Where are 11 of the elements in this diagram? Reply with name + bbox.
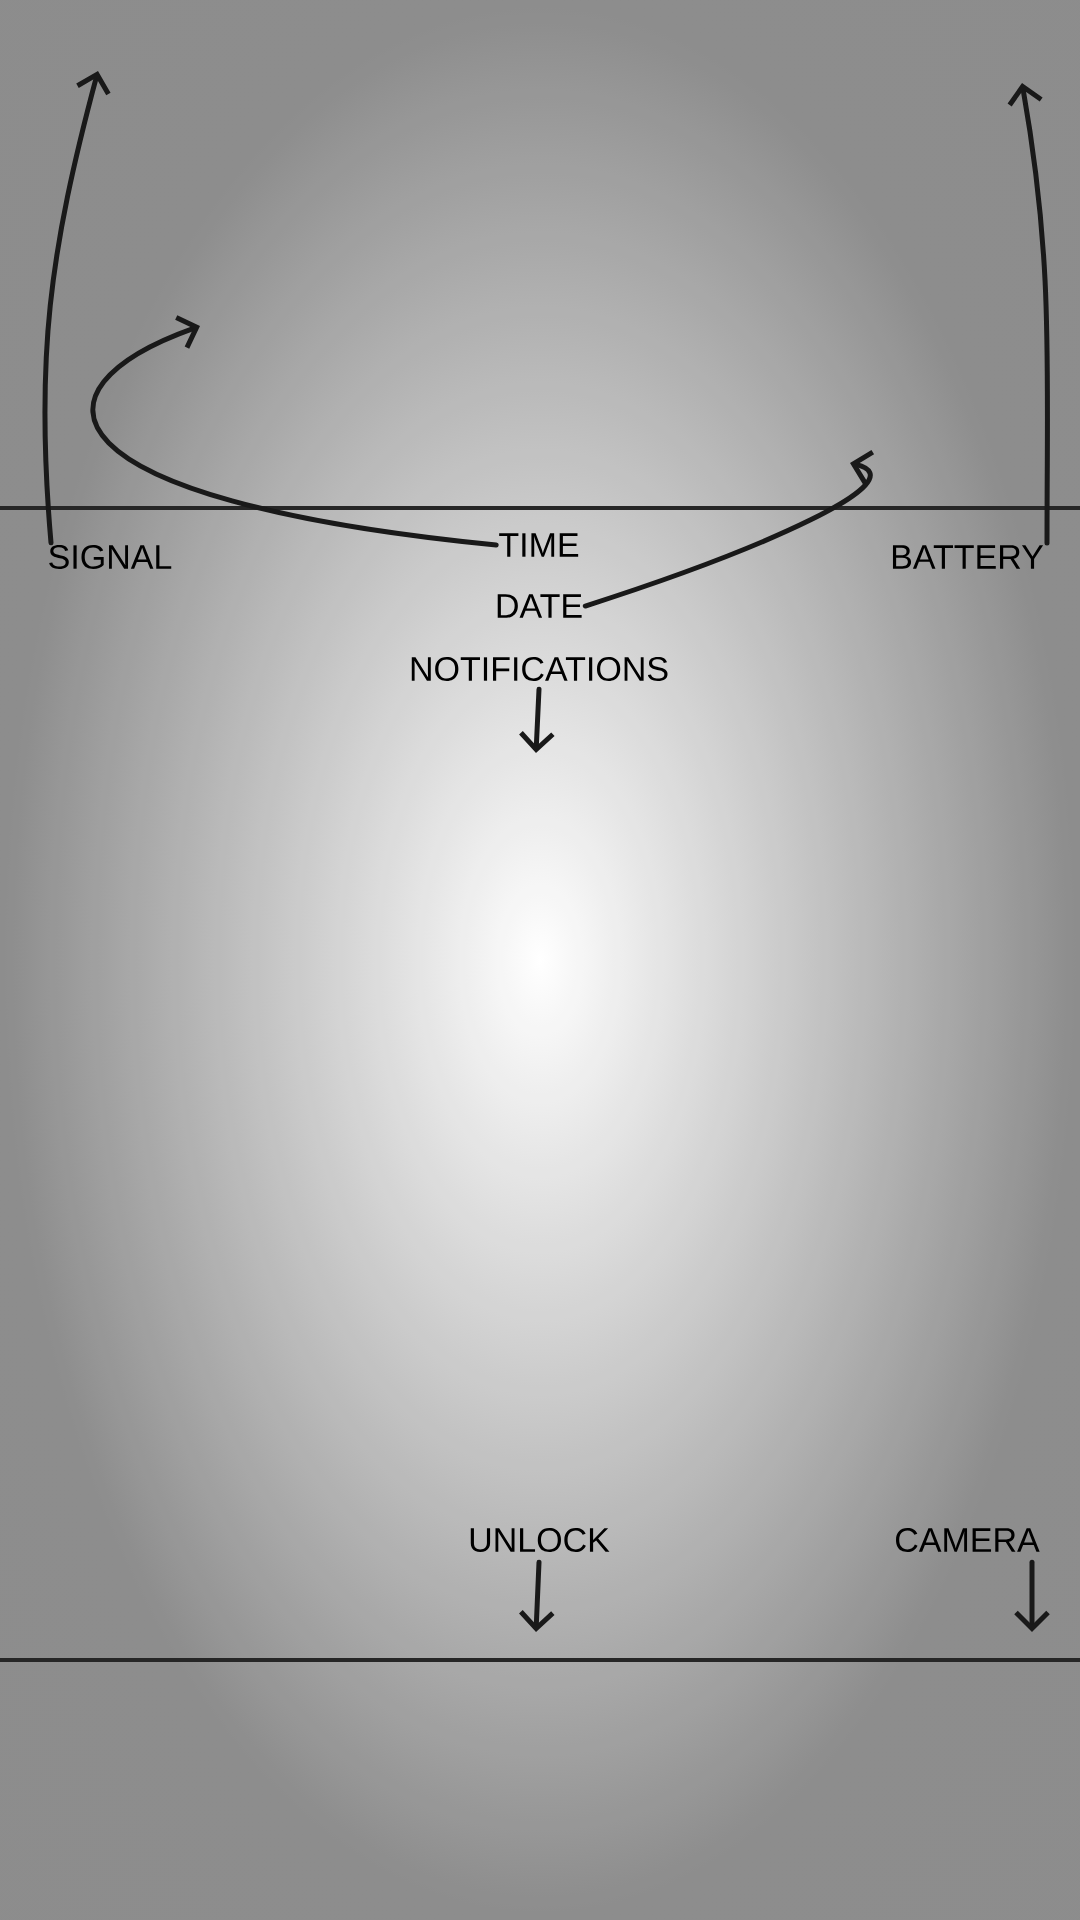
feature-label: TIME [499, 533, 579, 557]
feature-label: SIGNAL [49, 544, 172, 570]
arrow [1007, 83, 1050, 546]
arrow [91, 315, 499, 548]
feature-label: UNLOCK [470, 1528, 610, 1553]
feature-label: BATTERY [892, 545, 1044, 569]
feature-label: CAMERA [896, 1528, 1040, 1553]
feature-label: NOTIFICATIONS [411, 656, 668, 682]
arrow [42, 71, 111, 546]
arrow [582, 449, 875, 609]
feature-label: DATE [497, 594, 582, 618]
